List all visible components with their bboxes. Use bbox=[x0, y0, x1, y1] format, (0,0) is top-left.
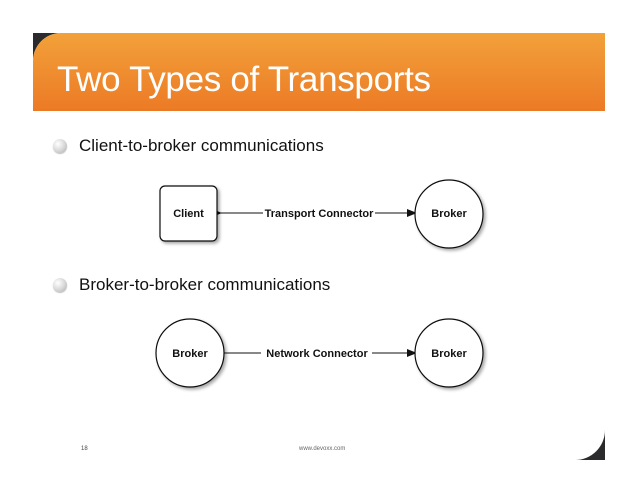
bullet-dot-icon bbox=[53, 139, 67, 153]
network-connector-diagram: Broker Network Connector Broker bbox=[155, 318, 484, 388]
transport-connector-diagram: Client Transport Connector Broker bbox=[159, 179, 484, 249]
client-node bbox=[159, 185, 218, 242]
footer-url: www.devoxx.com bbox=[299, 446, 346, 452]
broker-node-right-label: Broker bbox=[431, 348, 467, 360]
broker-node bbox=[414, 179, 484, 249]
slide: Two Types of Transports Client-to-broker… bbox=[33, 33, 605, 460]
broker-node-left bbox=[155, 318, 225, 388]
title-bar: Two Types of Transports bbox=[33, 33, 605, 111]
slide-number: 18 bbox=[81, 446, 88, 452]
broker-node-left-label: Broker bbox=[172, 348, 208, 360]
slide-title: Two Types of Transports bbox=[57, 60, 431, 99]
bullet-text: Client-to-broker communications bbox=[79, 136, 324, 155]
network-connector-label: Network Connector bbox=[266, 348, 368, 360]
transport-diagrams: Client Transport Connector Broker Broker… bbox=[155, 179, 484, 388]
broker-node-label: Broker bbox=[431, 208, 467, 220]
bullet-broker-to-broker: Broker-to-broker communications bbox=[53, 275, 330, 295]
broker-node-right bbox=[414, 318, 484, 388]
bullet-text: Broker-to-broker communications bbox=[79, 275, 331, 294]
client-node-label: Client bbox=[173, 208, 204, 220]
bullet-dot-icon bbox=[53, 278, 67, 292]
bullet-client-to-broker: Client-to-broker communications bbox=[53, 136, 324, 156]
slide-sheet: Two Types of Transports Client-to-broker… bbox=[33, 33, 605, 460]
transport-connector-label: Transport Connector bbox=[265, 208, 375, 220]
